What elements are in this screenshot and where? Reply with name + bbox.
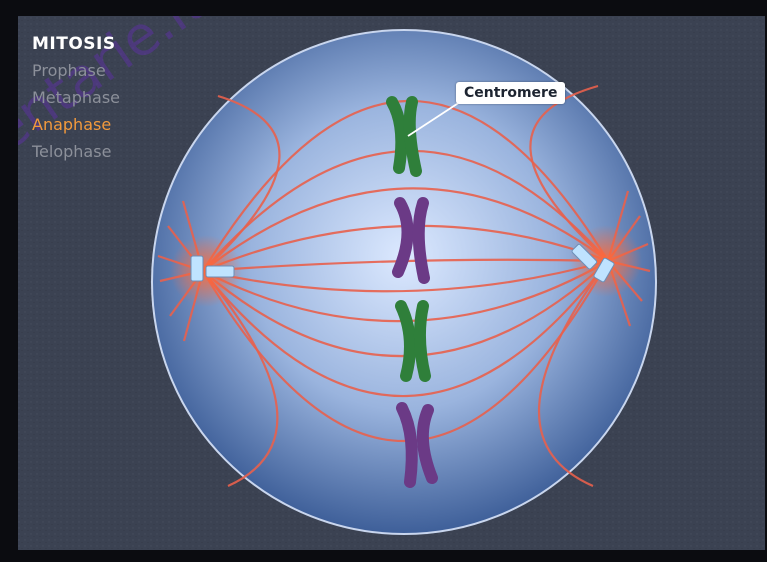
cell-diagram (18, 16, 765, 550)
centrosome-right-icon (571, 243, 615, 283)
chromosome-green-top (386, 96, 422, 177)
phase-menu: MITOSIS Prophase Metaphase Anaphase Telo… (32, 34, 120, 165)
centrosome-left-icon (190, 255, 235, 282)
chromosome-green-lower (395, 300, 431, 382)
mitosis-stage: entarie.it MITOSIS Prophase Metaphase An… (18, 16, 765, 550)
menu-item-anaphase[interactable]: Anaphase (32, 115, 112, 134)
cell-membrane (151, 29, 657, 535)
menu-item-prophase[interactable]: Prophase (32, 61, 106, 80)
menu-item-metaphase[interactable]: Metaphase (32, 88, 121, 107)
chromosome-purple-bottom (396, 402, 438, 488)
menu-item-telophase[interactable]: Telophase (32, 142, 112, 161)
callout-leader-line (407, 101, 461, 137)
centromere-label: Centromere (456, 82, 566, 104)
menu-title: MITOSIS (32, 34, 116, 54)
chromosome-purple-upper (392, 197, 430, 284)
